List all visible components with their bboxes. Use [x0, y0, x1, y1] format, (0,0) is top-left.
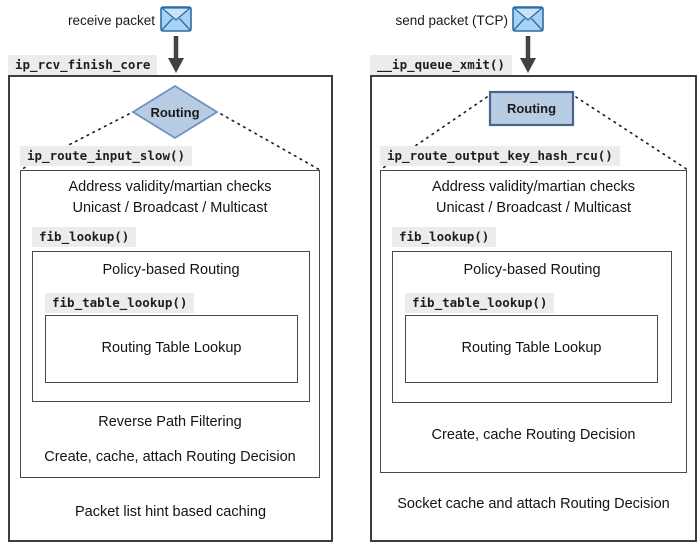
policy-routing-text: Policy-based Routing — [463, 262, 601, 278]
down-arrow-icon — [520, 36, 536, 73]
receive-packet-label: receive packet — [67, 13, 155, 28]
receive-path-outer-box — [8, 75, 333, 542]
fib-lookup-function-label: fib_lookup() — [32, 227, 137, 247]
routing-diamond-label: Routing — [150, 105, 199, 120]
create-cache-attach-text: Create, cache, attach Routing Decision — [44, 449, 296, 465]
envelope-icon — [160, 6, 192, 32]
reverse-path-filtering-text: Reverse Path Filtering — [98, 414, 242, 430]
down-arrow-icon — [168, 36, 184, 73]
route-output-function-label: ip_route_output_key_hash_rcu() — [380, 146, 620, 166]
routing-decision-diamond: Routing — [19, 84, 321, 171]
address-checks-line2: Unicast / Broadcast / Multicast — [435, 200, 631, 216]
envelope-icon — [512, 6, 544, 32]
packet-list-hint-caching-text: Packet list hint based caching — [74, 504, 267, 520]
route-output-box — [380, 170, 687, 473]
fib-table-lookup-box — [45, 315, 298, 383]
fib-table-lookup-function-label: fib_table_lookup() — [45, 293, 195, 313]
dotted-expand-line-left — [379, 96, 488, 171]
fib-lookup-box — [32, 251, 310, 402]
dotted-expand-line-right — [575, 96, 689, 171]
socket-cache-attach-text: Socket cache and attach Routing Decision — [397, 496, 670, 512]
fib-lookup-function-label: fib_lookup() — [392, 227, 497, 247]
route-input-function-label: ip_route_input_slow() — [20, 146, 193, 166]
routing-rect-label: Routing — [507, 101, 556, 116]
fib-table-lookup-box — [405, 315, 658, 383]
fib-table-lookup-function-label: fib_table_lookup() — [405, 293, 555, 313]
fib-lookup-box — [392, 251, 672, 403]
dotted-expand-line-left — [19, 113, 130, 171]
routing-decision-rect: Routing — [379, 90, 689, 171]
send-path-outer-box — [370, 75, 697, 542]
routing-table-lookup-text: Routing Table Lookup — [461, 340, 602, 356]
entry-function-label: __ip_queue_xmit() — [370, 55, 512, 75]
address-checks-line1: Address validity/martian checks — [68, 179, 272, 195]
create-cache-text: Create, cache Routing Decision — [431, 427, 636, 443]
routing-table-lookup-text: Routing Table Lookup — [101, 340, 242, 356]
send-packet-label: send packet (TCP) — [395, 13, 508, 28]
route-input-slow-box — [20, 170, 320, 478]
address-checks-line2: Unicast / Broadcast / Multicast — [72, 200, 268, 216]
address-checks-line1: Address validity/martian checks — [431, 179, 636, 195]
dotted-expand-line-right — [220, 113, 321, 171]
entry-function-label: ip_rcv_finish_core — [8, 55, 158, 75]
policy-routing-text: Policy-based Routing — [102, 262, 240, 278]
